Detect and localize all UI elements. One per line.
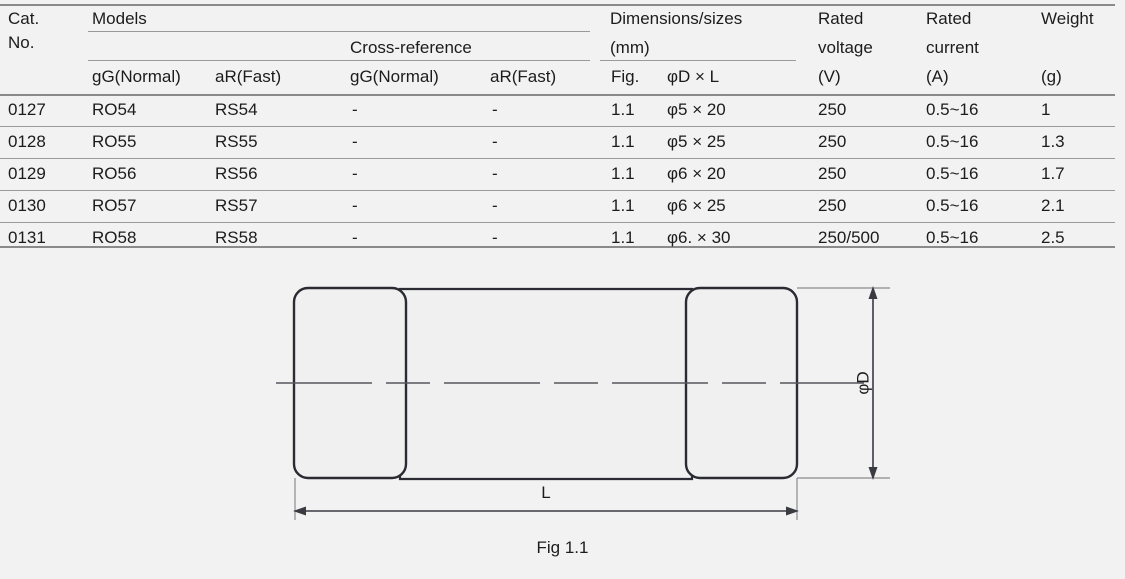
fuse-drawing-svg: φD L	[276, 286, 890, 520]
row-divider-3	[0, 190, 1115, 191]
diameter-dimension	[797, 286, 890, 480]
header-dimensions-line1: Dimensions/sizes	[610, 9, 743, 28]
table-row: -	[492, 164, 498, 183]
table-row: φ6 × 20	[667, 164, 726, 183]
table-row: RO58	[92, 228, 137, 247]
header-bottom-rule	[88, 60, 590, 61]
table-row: 250	[818, 196, 847, 215]
table-row: φ6. × 30	[667, 228, 731, 247]
table-row: -	[492, 228, 498, 247]
header-rated-current-line1: Rated	[926, 9, 972, 28]
row-divider-2	[0, 158, 1115, 159]
table-row: 1.3	[1041, 132, 1065, 151]
subheader-voltage-unit: (V)	[818, 67, 841, 86]
table-top-border	[0, 4, 1115, 6]
header-models: Models	[92, 9, 147, 28]
figure-caption: Fig 1.1	[536, 538, 589, 557]
subheader-weight-unit: (g)	[1041, 67, 1062, 86]
header-cat-no-line1: Cat.	[8, 9, 40, 28]
header-body-divider	[0, 94, 1115, 96]
table-row: 0.5~16	[926, 164, 979, 183]
models-group-rule	[88, 31, 590, 32]
subheader-diameter-length: φD × L	[667, 67, 720, 86]
subheader-xref-ar: aR(Fast)	[490, 67, 557, 86]
table-row: -	[352, 164, 358, 183]
table-row: 0130	[8, 196, 46, 215]
table-row: 2.5	[1041, 228, 1065, 247]
table-row: RS54	[215, 100, 258, 119]
header-dimensions-line2: (mm)	[610, 38, 650, 57]
fuse-body	[398, 287, 694, 481]
row-divider-1	[0, 126, 1115, 127]
table-row: 0.5~16	[926, 196, 979, 215]
table-row: 0129	[8, 164, 46, 183]
table-row: 250	[818, 164, 847, 183]
table-row: 0.5~16	[926, 132, 979, 151]
header-rated-voltage-line2: voltage	[818, 38, 873, 57]
table-row: 1.1	[611, 196, 635, 215]
diameter-label: φD	[853, 371, 872, 394]
table-row: 250/500	[818, 228, 880, 247]
subheader-current-unit: (A)	[926, 67, 949, 86]
table-row: 1	[1041, 100, 1051, 119]
table-row: RS57	[215, 196, 258, 215]
table-row: -	[492, 132, 498, 151]
table-row: 0131	[8, 228, 46, 247]
header-weight: Weight	[1041, 9, 1094, 28]
table-row: -	[492, 196, 498, 215]
table-row: 0.5~16	[926, 228, 979, 247]
table-row: 0.5~16	[926, 100, 979, 119]
table-row: 1.1	[611, 100, 635, 119]
table-row: φ5 × 20	[667, 100, 726, 119]
table-row: 2.1	[1041, 196, 1065, 215]
fuse-dimension-drawing: φD L	[0, 255, 1125, 579]
length-label: L	[541, 483, 550, 502]
subheader-fig: Fig.	[611, 67, 640, 86]
header-cross-reference: Cross-reference	[350, 38, 472, 57]
table-row: 250	[818, 100, 847, 119]
table-row: RS58	[215, 228, 258, 247]
table-row: -	[352, 196, 358, 215]
table-row: RS55	[215, 132, 258, 151]
table-row: -	[492, 100, 498, 119]
table-row: -	[352, 228, 358, 247]
subheader-xref-gg: gG(Normal)	[350, 67, 439, 86]
length-dimension	[293, 478, 799, 520]
dimensions-group-rule	[600, 60, 796, 61]
table-row: 0127	[8, 100, 46, 119]
subheader-models-ar: aR(Fast)	[215, 67, 282, 86]
table-row: RS56	[215, 164, 258, 183]
table-row: φ6 × 25	[667, 196, 726, 215]
table-row: 1.7	[1041, 164, 1065, 183]
table-row: 1.1	[611, 132, 635, 151]
table-row: 1.1	[611, 228, 635, 247]
subheader-models-gg: gG(Normal)	[92, 67, 181, 86]
table-bottom-border	[0, 246, 1115, 248]
header-rated-current-line2: current	[926, 38, 979, 57]
table-row: 0128	[8, 132, 46, 151]
table-row: φ5 × 25	[667, 132, 726, 151]
table-row: -	[352, 132, 358, 151]
table-row: RO55	[92, 132, 137, 151]
table-row: RO56	[92, 164, 137, 183]
header-cat-no-line2: No.	[8, 33, 35, 52]
header-rated-voltage-line1: Rated	[818, 9, 864, 28]
table-row: -	[352, 100, 358, 119]
row-divider-4	[0, 222, 1115, 223]
table-row: RO57	[92, 196, 137, 215]
table-row: RO54	[92, 100, 137, 119]
table-row: 250	[818, 132, 847, 151]
table-row: 1.1	[611, 164, 635, 183]
